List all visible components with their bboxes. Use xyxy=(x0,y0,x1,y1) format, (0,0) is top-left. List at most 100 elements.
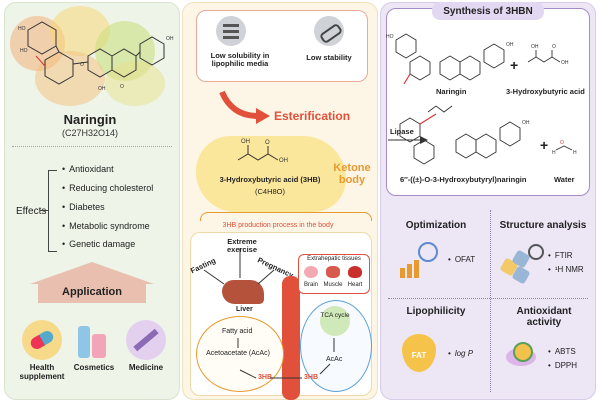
naringin-title: Naringin xyxy=(63,112,117,127)
svg-text:OH: OH xyxy=(241,139,250,145)
application-item: Medicine xyxy=(128,363,164,372)
naringin-formula: (C27H32O14) xyxy=(61,128,119,138)
extrahepatic-label: Extrahepatic tissues xyxy=(307,256,361,262)
acid-formula: (C4H8O) xyxy=(254,187,285,196)
acac-label: AcAc xyxy=(326,356,343,363)
fat-label: FAT xyxy=(411,351,427,360)
muscle-icon xyxy=(326,266,340,278)
effect-item: Antioxidant xyxy=(62,164,114,175)
application-item: Health supplement xyxy=(19,363,65,381)
svg-text:H: H xyxy=(573,150,577,156)
low-solubility-icon xyxy=(216,16,246,46)
svg-text:HO: HO xyxy=(20,48,28,54)
synthesis-title: Synthesis of 3HBN xyxy=(443,6,533,17)
svg-text:OH: OH xyxy=(561,60,569,66)
fatty-acid-label: Fatty acid xyxy=(222,328,253,335)
svg-text:O: O xyxy=(552,44,556,50)
svg-text:OH: OH xyxy=(531,44,539,50)
svg-text:O: O xyxy=(265,140,270,146)
synthesis-product-label: 6′′-((±)-O-3-Hydroxybutyryl)naringin xyxy=(400,175,527,184)
pill-icon xyxy=(22,320,62,360)
esterification-label: Esterification xyxy=(274,109,351,123)
tca-cycle-label: TCA cycle xyxy=(320,312,350,319)
synthesis-naringin-label: Naringin xyxy=(436,87,467,96)
svg-text:OH: OH xyxy=(522,120,530,126)
effects-label: Effects xyxy=(16,206,47,217)
nmr-item: ¹H NMR xyxy=(548,265,584,275)
svg-text:HO: HO xyxy=(18,26,26,32)
heart-label: Heart xyxy=(347,282,363,288)
synthesis-acid-label: 3-Hydroxybutyric acid xyxy=(506,87,585,96)
hb-right-label: 3HB xyxy=(304,374,319,381)
extreme-exercise-label: Extreme exercise xyxy=(226,237,258,255)
process-bracket xyxy=(200,212,372,221)
blood-vessel xyxy=(282,276,300,400)
abts-item: ABTS xyxy=(548,347,576,357)
effects-bracket-tick xyxy=(40,210,48,211)
svg-text:OH: OH xyxy=(279,158,288,164)
application-banner xyxy=(38,283,146,303)
brain-icon xyxy=(304,266,318,278)
low-stability-icon xyxy=(314,16,344,46)
ofat-item: OFAT xyxy=(448,255,475,265)
synthesis-plus-2: + xyxy=(540,137,549,153)
ftir-item: FTIR xyxy=(548,251,573,261)
optimization-title: Optimization xyxy=(405,220,467,231)
svg-text:O: O xyxy=(560,140,564,146)
liver-label: Liver xyxy=(236,306,253,313)
problem-low-stability: Low stability xyxy=(306,53,352,62)
application-arrow xyxy=(30,262,154,284)
acid-blob xyxy=(196,136,346,212)
chart-icon xyxy=(398,240,438,280)
effect-item: Diabetes xyxy=(62,202,105,213)
synthesis-title-tab xyxy=(432,2,544,20)
tca-cycle-circle xyxy=(320,306,350,336)
water-label: Water xyxy=(554,175,575,184)
svg-text:O: O xyxy=(120,84,124,90)
synthesis-box xyxy=(386,8,590,196)
hb-left-label: 3HB xyxy=(258,374,273,381)
logp-item: log P xyxy=(448,349,473,359)
effects-bracket xyxy=(48,170,57,252)
ketone-body-label: Ketone body xyxy=(333,162,371,187)
problem-low-solubility: Low solubility in lipophilic media xyxy=(210,51,270,69)
lipophilicity-title: Lipophilicity xyxy=(406,306,466,317)
hexagon-molecule-icon xyxy=(499,240,544,285)
syringe-icon xyxy=(126,320,166,360)
acid-name: 3-Hydroxybutyric acid (3HB) xyxy=(219,175,321,184)
svg-text:OH: OH xyxy=(166,36,174,42)
grid-divider-vertical xyxy=(490,210,491,392)
application-title: Application xyxy=(62,286,122,298)
acetoacetate-label: Acetoacetate (AcAc) xyxy=(206,350,270,357)
fat-drop-icon xyxy=(402,334,436,372)
svg-text:H: H xyxy=(552,150,556,156)
heart-icon xyxy=(348,266,362,278)
synthesis-plus: + xyxy=(510,57,519,73)
left-divider-1 xyxy=(12,146,172,147)
liver-cell-circle xyxy=(196,316,284,392)
liver-icon xyxy=(222,280,264,304)
dpph-item: DPPH xyxy=(548,361,577,371)
application-item: Cosmetics xyxy=(73,363,115,372)
cosmetics-icon xyxy=(74,318,112,360)
antioxidant-title: Antioxidant activity xyxy=(516,306,572,328)
antioxidant-icon xyxy=(504,338,540,374)
svg-text:O: O xyxy=(80,62,84,68)
grid-divider-horizontal xyxy=(388,298,588,299)
effect-item: Reducing cholesterol xyxy=(62,183,153,194)
structure-title: Structure analysis xyxy=(499,220,587,231)
svg-text:HO: HO xyxy=(386,34,394,40)
process-title: 3HB production process in the body xyxy=(222,222,334,229)
svg-text:OH: OH xyxy=(98,86,106,92)
effect-item: Genetic damage xyxy=(62,239,135,250)
muscle-label: Muscle xyxy=(323,282,343,288)
citrus-fruit-image xyxy=(10,6,175,111)
svg-text:OH: OH xyxy=(506,42,514,48)
lipase-label: Lipase xyxy=(390,127,414,136)
brain-label: Brain xyxy=(303,282,318,288)
